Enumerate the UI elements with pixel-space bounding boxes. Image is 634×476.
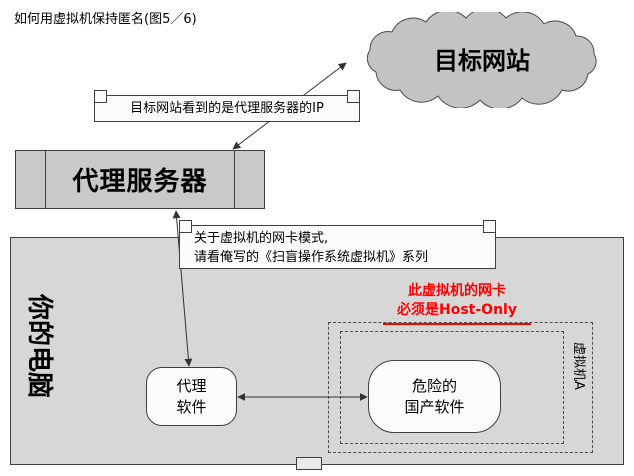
target-website-cloud: 目标网站 (354, 8, 610, 110)
proxy-software-line2: 软件 (176, 397, 207, 416)
note-tab-icon (179, 220, 192, 233)
vm-label: 虚拟机A (571, 342, 586, 390)
dangerous-software-line1: 危险的 (411, 376, 457, 395)
note-proxy-ip: 目标网站看到的是代理服务器的IP (94, 90, 360, 122)
bottom-port (296, 457, 322, 470)
dangerous-software-node: 危险的 国产软件 (368, 360, 501, 433)
warning-text: 此虚拟机的网卡 必须是Host-Only (383, 282, 531, 325)
note-tab-icon (94, 90, 107, 103)
page-title: 如何用虚拟机保持匿名(图5／6) (14, 12, 197, 27)
cloud-label: 目标网站 (434, 47, 530, 75)
note-nic-mode-line1: 关于虚拟机的网卡模式, (194, 231, 329, 246)
note-tab-icon (483, 220, 496, 233)
your-computer-label: 你的电脑 (24, 293, 54, 398)
warning-line1: 此虚拟机的网卡 (408, 283, 506, 299)
note-proxy-ip-text: 目标网站看到的是代理服务器的IP (130, 101, 324, 116)
note-tab-icon (347, 90, 360, 103)
cloud-shape: 目标网站 (366, 8, 597, 110)
your-computer-box (10, 237, 624, 465)
proxy-software-line1: 代理 (176, 376, 207, 395)
dangerous-software-line2: 国产软件 (404, 397, 465, 416)
proxy-software-node: 代理 软件 (146, 367, 237, 426)
vm-dashed-box-outer (328, 322, 593, 453)
vm-dashed-box-inner (340, 331, 564, 444)
proxy-server-box: 代理服务器 (15, 150, 265, 209)
note-nic-mode-line2: 请看俺写的《扫盲操作系统虚拟机》系列 (194, 250, 429, 265)
note-nic-mode: 关于虚拟机的网卡模式, 请看俺写的《扫盲操作系统虚拟机》系列 (179, 220, 496, 269)
component-bar-icon (234, 151, 235, 208)
proxy-server-label: 代理服务器 (72, 167, 208, 197)
component-bar-icon (45, 151, 46, 208)
warning-line2: 必须是Host-Only (397, 302, 517, 318)
